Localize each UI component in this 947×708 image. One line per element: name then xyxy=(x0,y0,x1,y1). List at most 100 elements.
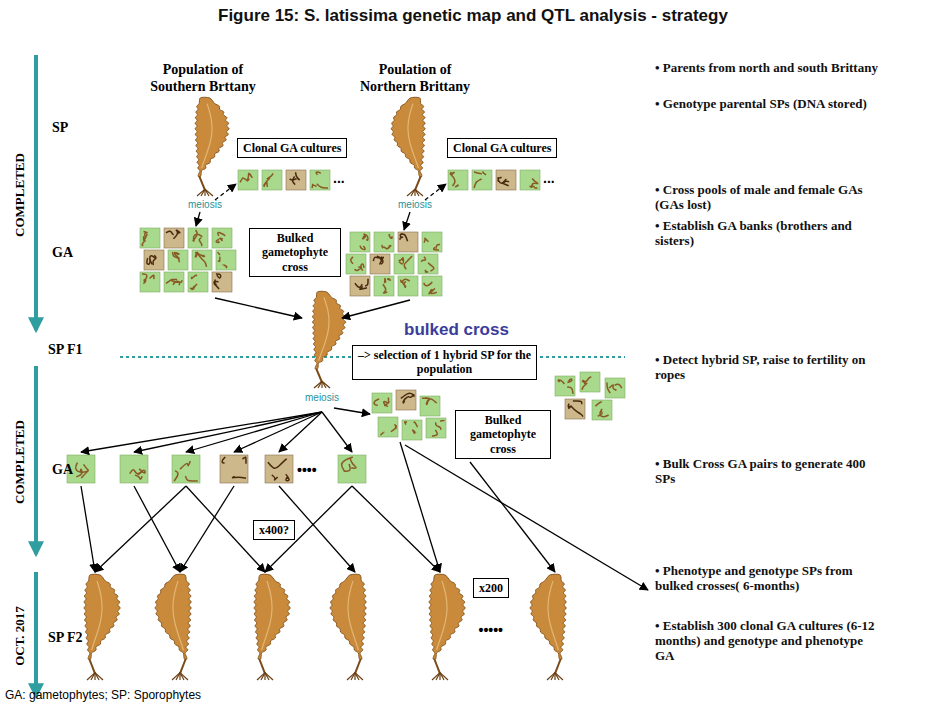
step-note: • Parents from north and south Brittany xyxy=(655,60,885,75)
row-label: GA xyxy=(52,462,73,478)
gametophyte-filament xyxy=(391,425,396,432)
gametophyte-filament xyxy=(76,463,89,473)
gametophyte-filament xyxy=(474,179,482,188)
gametophyte-filament xyxy=(216,274,221,278)
ellipsis: •••• xyxy=(297,462,317,478)
gametophyte-filament xyxy=(401,279,410,282)
process-box: Clonal GA cultures xyxy=(237,138,347,158)
kelp-holdfast xyxy=(201,189,205,196)
arrow xyxy=(425,184,446,200)
gametophyte-filament xyxy=(568,404,571,409)
gametophyte-filament xyxy=(249,173,253,177)
gametophyte-image xyxy=(172,455,200,483)
gametophyte-image xyxy=(350,232,370,252)
arrow xyxy=(95,486,186,572)
gametophyte-image xyxy=(192,250,212,270)
kelp-midrib xyxy=(348,581,358,650)
timeline-arrow xyxy=(34,366,38,554)
gametophyte-image xyxy=(398,232,418,252)
step-note: • Bulk Cross GA pairs to generate 400 SP… xyxy=(655,456,885,486)
gametophyte-ground xyxy=(520,170,540,190)
row-label: SP F1 xyxy=(48,342,83,358)
step-note: • Cross pools of male and female GAs (GA… xyxy=(655,182,885,212)
gametophyte-ground xyxy=(374,276,394,296)
gametophyte-filament xyxy=(153,255,156,265)
arrow xyxy=(404,212,410,230)
gametophyte-filament xyxy=(583,377,592,382)
gametophyte-image xyxy=(448,170,468,190)
gametophyte-ground xyxy=(350,232,370,252)
gametophyte-filament xyxy=(377,256,383,264)
kelp-midrib xyxy=(202,104,212,168)
gametophyte-ground xyxy=(216,250,236,270)
gametophyte-image xyxy=(580,372,600,392)
gametophyte-ground xyxy=(418,254,438,274)
gametophyte-filament xyxy=(144,231,148,238)
step-note: • Genotype parental SPs (DNA stored) xyxy=(655,96,885,111)
kelp-holdfast xyxy=(176,673,180,680)
gametophyte-ground xyxy=(286,170,306,190)
gametophyte-image xyxy=(140,272,160,292)
gametophyte-filament xyxy=(361,264,364,271)
gametophyte-filament xyxy=(404,422,407,425)
kelp-holdfast xyxy=(432,673,440,680)
kelp-stipe xyxy=(555,659,561,674)
gametophyte-image xyxy=(338,455,366,483)
process-box: Clonal GA cultures xyxy=(447,138,557,158)
gametophyte-ground xyxy=(592,400,612,420)
kelp-illustration xyxy=(330,574,366,680)
gametophyte-filament xyxy=(286,474,289,480)
gametophyte-image xyxy=(472,170,492,190)
gametophyte-filament xyxy=(199,238,202,246)
box-text: Clonal GA cultures xyxy=(453,141,551,155)
gametophyte-filament xyxy=(130,470,143,474)
gametophyte-ground xyxy=(370,254,390,274)
gametophyte-filament xyxy=(403,397,408,403)
ellipsis: ... xyxy=(543,170,555,186)
gametophyte-filament xyxy=(567,387,573,394)
kelp-stipe xyxy=(180,659,186,674)
kelp-illustration xyxy=(530,574,566,680)
gametophyte-ground xyxy=(396,390,416,410)
gametophyte-ground xyxy=(140,228,160,248)
gametophyte-filament xyxy=(598,411,602,416)
gametophyte-image xyxy=(265,455,293,483)
kelp-stipe xyxy=(434,659,440,674)
kelp-holdfast xyxy=(265,673,273,680)
phase-label: COMPLETED xyxy=(12,153,28,237)
process-box: x200 xyxy=(473,578,509,598)
gametophyte-filament xyxy=(360,287,367,290)
figure-title: Figure 15: S. latissima genetic map and … xyxy=(218,6,728,26)
gametophyte-filament xyxy=(222,457,225,463)
gametophyte-filament xyxy=(434,247,439,250)
gametophyte-filament xyxy=(220,238,223,241)
kelp-blade xyxy=(429,574,465,659)
gametophyte-image xyxy=(402,420,422,440)
kelp-blade xyxy=(391,97,425,176)
gametophyte-filament xyxy=(532,178,538,183)
gametophyte-ground xyxy=(238,170,258,190)
gametophyte-image xyxy=(418,254,438,274)
gametophyte-ground xyxy=(120,455,148,483)
gametophyte-filament xyxy=(582,383,587,390)
gametophyte-filament xyxy=(421,257,425,262)
box-text: x200 xyxy=(479,581,503,595)
gametophyte-ground xyxy=(164,228,184,248)
gametophyte-filament xyxy=(451,175,455,186)
gametophyte-filament xyxy=(355,283,362,287)
gametophyte-ground xyxy=(555,376,575,396)
gametophyte-ground xyxy=(398,232,418,252)
gametophyte-ground xyxy=(402,420,422,440)
kelp-illustration xyxy=(195,97,229,196)
gametophyte-ground xyxy=(144,250,164,270)
gametophyte-filament xyxy=(567,379,572,382)
row-label: GA xyxy=(52,245,73,261)
gametophyte-filament xyxy=(474,172,482,174)
kelp-holdfast xyxy=(95,673,103,680)
gametophyte-image xyxy=(370,254,390,274)
meiosis-label: meiosis xyxy=(188,199,222,210)
gametophyte-filament xyxy=(173,252,180,262)
box-text: –> selection of 1 hybrid SP for the popu… xyxy=(358,348,531,377)
gametophyte-ground xyxy=(346,254,366,274)
kelp-holdfast xyxy=(87,673,95,680)
